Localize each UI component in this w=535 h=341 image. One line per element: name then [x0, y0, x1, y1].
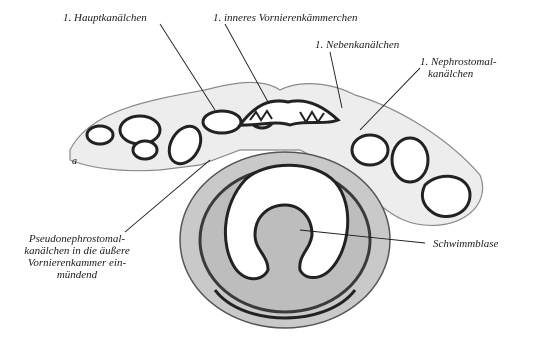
tubule [422, 176, 470, 216]
label-nephrostomal: 1. Nephrostomal- kanälchen [420, 56, 530, 80]
tubule [203, 111, 241, 133]
swim-bladder [180, 152, 390, 328]
tubule [120, 116, 160, 144]
label-schwimmblase: Schwimmblase [433, 238, 498, 250]
tubule [133, 141, 157, 159]
tubule [352, 135, 388, 165]
label-nebenkanaelchen: 1. Nebenkanälchen [315, 39, 399, 51]
label-pseudonephrostomal-line2: kanälchen in die äußere [2, 245, 152, 257]
label-inneres-vornierenkaemmerchen: 1. inneres Vornierenkämmerchen [213, 12, 358, 24]
label-pseudonephrostomal: Pseudonephrostomal- kanälchen in die äuß… [2, 233, 152, 281]
label-pseudonephrostomal-line1: Pseudonephrostomal- [2, 233, 152, 245]
label-nephrostomal-line1: 1. Nephrostomal- [420, 56, 530, 68]
label-side-mark: a [72, 156, 77, 168]
tubule [87, 126, 113, 144]
tubule [392, 138, 428, 182]
label-pseudonephrostomal-line3: Vornierenkammer ein- [2, 257, 152, 269]
label-nephrostomal-line2: kanälchen [420, 68, 530, 80]
label-hauptkanaelchen: 1. Hauptkanälchen [63, 12, 147, 24]
label-pseudonephrostomal-line4: mündend [2, 269, 152, 281]
